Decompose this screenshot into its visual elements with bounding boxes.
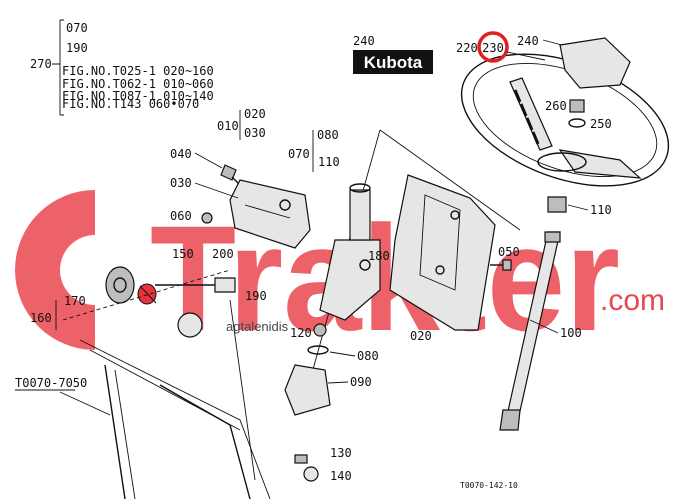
horn-cap: [559, 37, 631, 89]
label-230: 230: [482, 41, 504, 55]
knob-040: [220, 164, 241, 186]
steering-wheel: [460, 53, 670, 187]
label-270: 270: [30, 57, 52, 71]
gear-highlight: [137, 283, 157, 305]
fig-notes: 070 190 270 FIG.NO.T025-1 020~160 FIG.NO…: [30, 19, 214, 116]
logo-plate: [353, 50, 433, 74]
label-260: 260: [545, 99, 567, 113]
cab-frame: [79, 299, 271, 499]
fig-note-2: FIG.NO.T062-1 010~060: [62, 77, 214, 91]
bushing-110: [547, 196, 567, 213]
ref-box-label: T0070-7050: [15, 376, 87, 390]
watermark-subtitle: agtalenidis: [226, 319, 289, 334]
watermark-suffix: .com: [600, 284, 665, 317]
part-120: [313, 323, 327, 337]
label-130: 130: [330, 446, 352, 460]
label-010: 010: [217, 119, 239, 133]
steering-shaft: [499, 231, 561, 431]
nut-260: [569, 99, 585, 113]
label-110-col: 110: [318, 155, 340, 169]
label-090: 090: [350, 375, 372, 389]
watermark-logo-mark: [15, 190, 95, 350]
label-190-right: 190: [245, 289, 267, 303]
fig-note-1: FIG.NO.T025-1 020~160: [62, 64, 214, 78]
label-120: 120: [290, 326, 312, 340]
label-070-col: 070: [288, 147, 310, 161]
label-080-top: 080: [317, 128, 339, 142]
logo-text: Kubota: [364, 53, 423, 72]
label-160: 160: [30, 311, 52, 325]
label-140: 140: [330, 469, 352, 483]
part-080: [307, 345, 329, 355]
disc: [177, 312, 203, 338]
label-240: 240: [517, 34, 539, 48]
nut-140: [303, 466, 319, 482]
highlight-circle: [477, 31, 509, 63]
wheel-hub: [558, 149, 642, 179]
nut-130: [294, 454, 308, 464]
drawing-number: T0070-142-10: [460, 481, 518, 490]
label-250: 250: [590, 117, 612, 131]
label-180: 180: [368, 249, 390, 263]
column-bracket: [309, 129, 521, 381]
housing-030: [229, 179, 311, 249]
label-170: 170: [64, 294, 86, 308]
fig-note-4: FIG.NO.T143 060•070: [62, 97, 199, 111]
label-030: 030: [244, 126, 266, 140]
washer-250: [568, 118, 586, 128]
label-080: 080: [357, 349, 379, 363]
label-200: 200: [212, 247, 234, 261]
label-030-housing: 030: [170, 176, 192, 190]
fig-bracket: [52, 19, 64, 116]
label-150: 150: [172, 247, 194, 261]
label-040: 040: [170, 147, 192, 161]
label-100: 100: [560, 326, 582, 340]
label-060: 060: [170, 209, 192, 223]
label-240-logo: 240: [353, 34, 375, 48]
bolt-060: [201, 212, 213, 224]
label-020-cover: 020: [410, 329, 432, 343]
label-190: 190: [66, 41, 88, 55]
label-070: 070: [66, 21, 88, 35]
kubota-logo: Kubota: [353, 50, 433, 74]
label-110-right: 110: [590, 203, 612, 217]
label-050: 050: [498, 245, 520, 259]
drum-170: [105, 266, 135, 304]
fig-note-3: FIG.NO.T087-1 010~140: [62, 89, 214, 103]
column-cover: [389, 174, 496, 331]
label-020: 020: [244, 107, 266, 121]
part-090: [284, 364, 331, 416]
part-200: [214, 277, 236, 293]
label-220: 220: [456, 41, 478, 55]
wheel-spoke: [509, 77, 553, 151]
